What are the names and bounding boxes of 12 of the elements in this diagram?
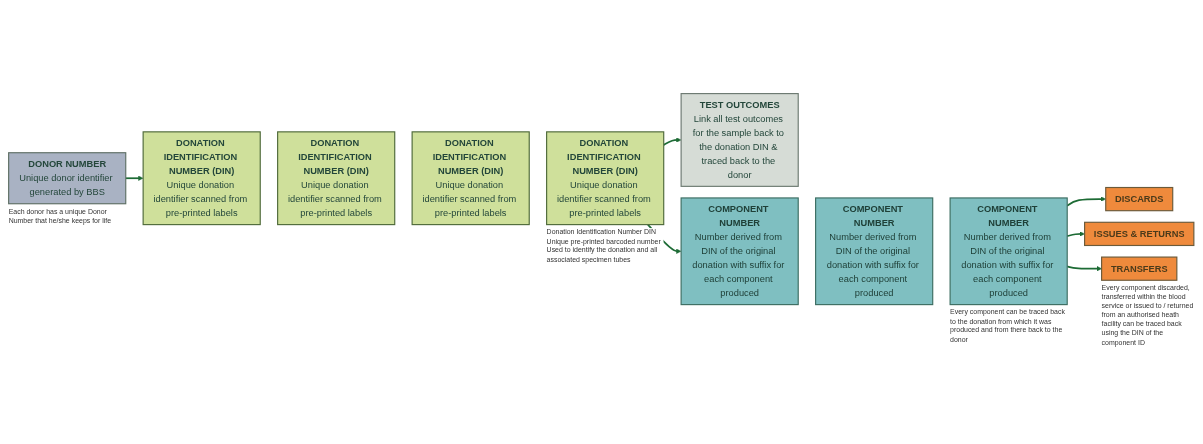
node-box: DONATION IDENTIFICATION NUMBER (DIN) Unique donation identifier scanned from pre-printed labels — [546, 131, 665, 226]
node-box: TRANSFERS — [1101, 256, 1178, 281]
node-box: TEST OUTCOMES Link all test outcomes for the sample back to the donation DIN & traced back to the donor — [680, 93, 799, 187]
node-box: DONATION IDENTIFICATION NUMBER (DIN) Unique donation identifier scanned from pre-printed labels — [142, 131, 261, 226]
node-box: DONATION IDENTIFICATION NUMBER (DIN) Unique donation identifier scanned from pre-printed labels — [411, 131, 530, 226]
node-box: DONATION IDENTIFICATION NUMBER (DIN) Unique donation identifier scanned from pre-printed labels — [277, 131, 396, 226]
node-box: COMPONENT NUMBER Number derived from DIN of the original donation with suffix for each component produced — [680, 197, 799, 306]
node-box: DONOR NUMBER Unique donor identifier generated by BBS — [8, 152, 127, 205]
node-box: DISCARDS — [1105, 186, 1174, 212]
node-box: COMPONENT NUMBER Number derived from DIN of the original donation with suffix for each component produced — [815, 197, 934, 306]
node-box: COMPONENT NUMBER Number derived from DIN of the original donation with suffix for each component produced — [949, 197, 1068, 306]
node-box: ISSUES & RETURNS — [1084, 221, 1195, 247]
